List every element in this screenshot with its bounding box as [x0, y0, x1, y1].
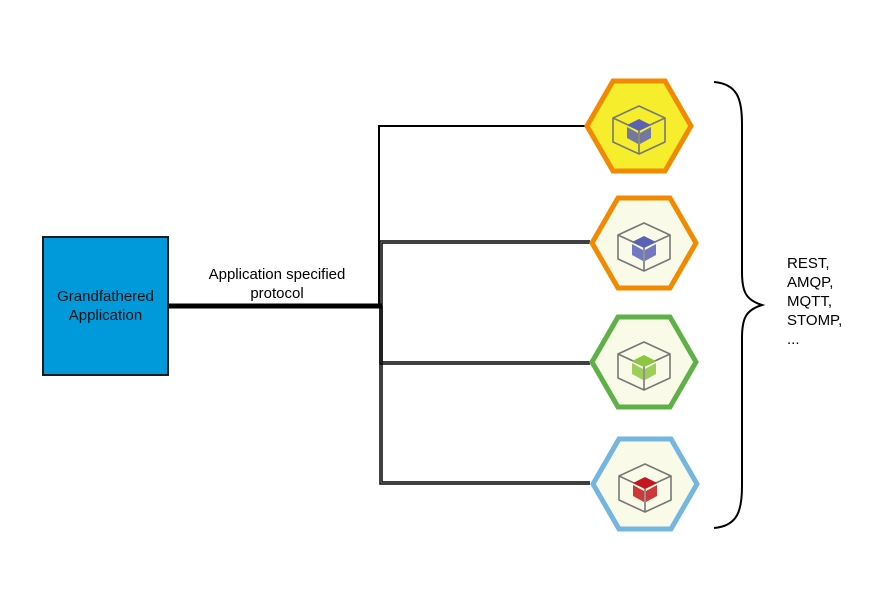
protocol-item: MQTT, [787, 293, 832, 310]
connector-to-service-3 [379, 306, 590, 365]
connector-to-service-2 [379, 240, 590, 306]
protocol-list: REST, AMQP, MQTT, STOMP,... [787, 254, 842, 349]
connectors [169, 125, 590, 485]
cube-icon [617, 341, 671, 391]
cube-icon [618, 463, 672, 513]
protocol-item: AMQP, [787, 274, 834, 291]
service-4-node[interactable] [590, 436, 700, 532]
cube-icon [612, 105, 666, 155]
service-2-node[interactable] [589, 195, 699, 291]
protocol-item: ... [787, 331, 800, 348]
cube-icon [617, 222, 671, 272]
grandfathered-application-box[interactable]: Grandfathered Application [42, 236, 169, 376]
services-layer [584, 78, 700, 532]
service-3-node[interactable] [589, 314, 699, 410]
protocol-item: STOMP, [787, 312, 843, 329]
protocol-item: REST, [787, 255, 830, 272]
service-1-node[interactable] [584, 78, 694, 174]
connector-to-service-1 [378, 125, 588, 306]
connector-to-service-4 [379, 306, 590, 485]
application-label: Grandfathered Application [57, 288, 154, 324]
connection-label: Application specified protocol [208, 266, 346, 302]
protocol-brace [713, 81, 766, 529]
